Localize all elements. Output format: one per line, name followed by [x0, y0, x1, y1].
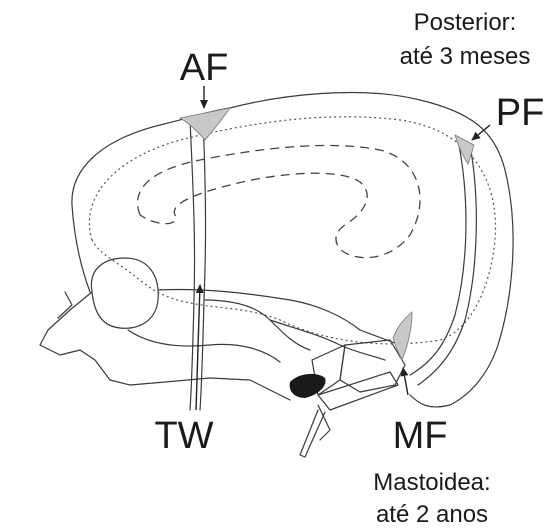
anterior-fontanelle [180, 108, 230, 140]
cheek-lower [128, 330, 280, 362]
orbit [91, 258, 158, 328]
brain-outline-dotted [89, 117, 495, 344]
frontal-outline [72, 205, 90, 292]
mastoidea-caption-line1: Mastoidea: [373, 469, 490, 496]
mastoidea-caption-line2: até 2 anos [376, 501, 488, 528]
cranium-outline [72, 92, 513, 406]
occipital-line [418, 145, 476, 385]
coronal-suture [190, 118, 195, 410]
label-pf: PF [496, 92, 545, 134]
mastoid-fontanelle [393, 312, 412, 360]
label-tw: TW [154, 415, 213, 457]
mastoid-block [340, 340, 405, 392]
posterior-fontanelle [455, 135, 474, 164]
sphenoid-line [204, 300, 310, 350]
label-mf: MF [393, 415, 448, 457]
temporal-line [270, 320, 385, 360]
posterior-caption-line1: Posterior: [414, 9, 517, 36]
ventricle-dashed [138, 145, 421, 257]
posterior-caption-line2: até 3 meses [400, 43, 531, 70]
occipital-line-2 [410, 140, 466, 375]
styloid [300, 410, 325, 457]
label-af: AF [180, 47, 229, 89]
mf-arrow [403, 368, 408, 395]
